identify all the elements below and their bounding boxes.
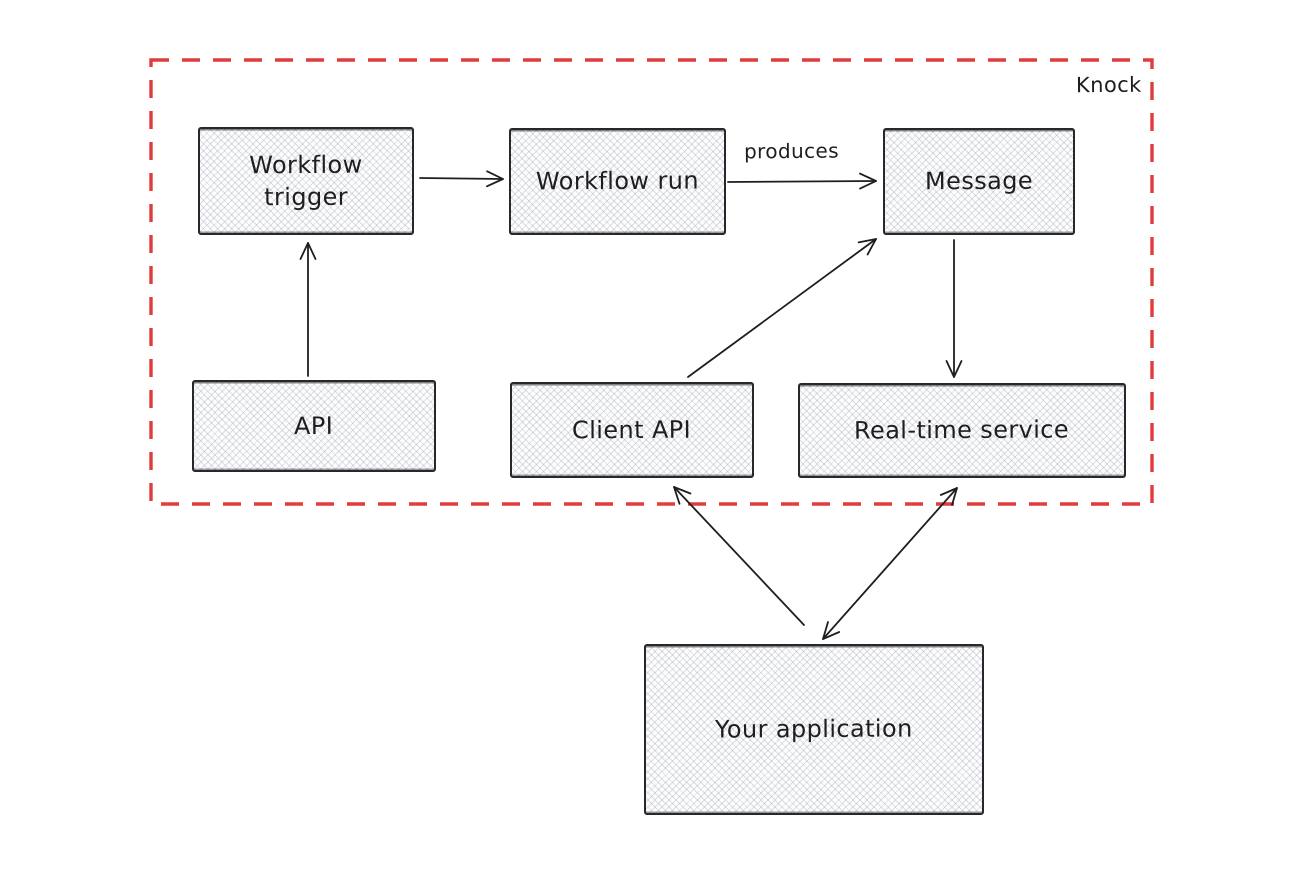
node-message: Message (883, 128, 1075, 235)
node-workflow-trigger: Workflow trigger (198, 127, 414, 235)
arrow-your-application-to-client-api (673, 486, 805, 626)
edge-label-produces: produces (743, 138, 840, 164)
node-workflow-run-label: Workflow run (535, 166, 700, 196)
node-client-api-label: Client API (572, 415, 692, 445)
node-realtime-service: Real-time service (798, 383, 1126, 478)
node-workflow-trigger-label: Workflow trigger (249, 150, 363, 212)
node-your-application: Your application (644, 644, 984, 815)
node-message-label: Message (924, 167, 1034, 196)
knock-boundary-label: Knock (1075, 72, 1142, 98)
arrow-your-application-to-realtime-service-bidirectional (822, 487, 958, 640)
node-api-label: API (294, 411, 334, 440)
arrow-client-api-to-message (687, 238, 877, 378)
node-api: API (192, 380, 436, 472)
node-client-api: Client API (510, 382, 754, 478)
arrow-workflow-run-to-message (727, 172, 877, 190)
node-workflow-run: Workflow run (509, 128, 726, 235)
arrow-workflow-trigger-to-workflow-run (419, 170, 504, 188)
node-realtime-service-label: Real-time service (854, 415, 1070, 445)
node-your-application-label: Your application (715, 714, 913, 744)
